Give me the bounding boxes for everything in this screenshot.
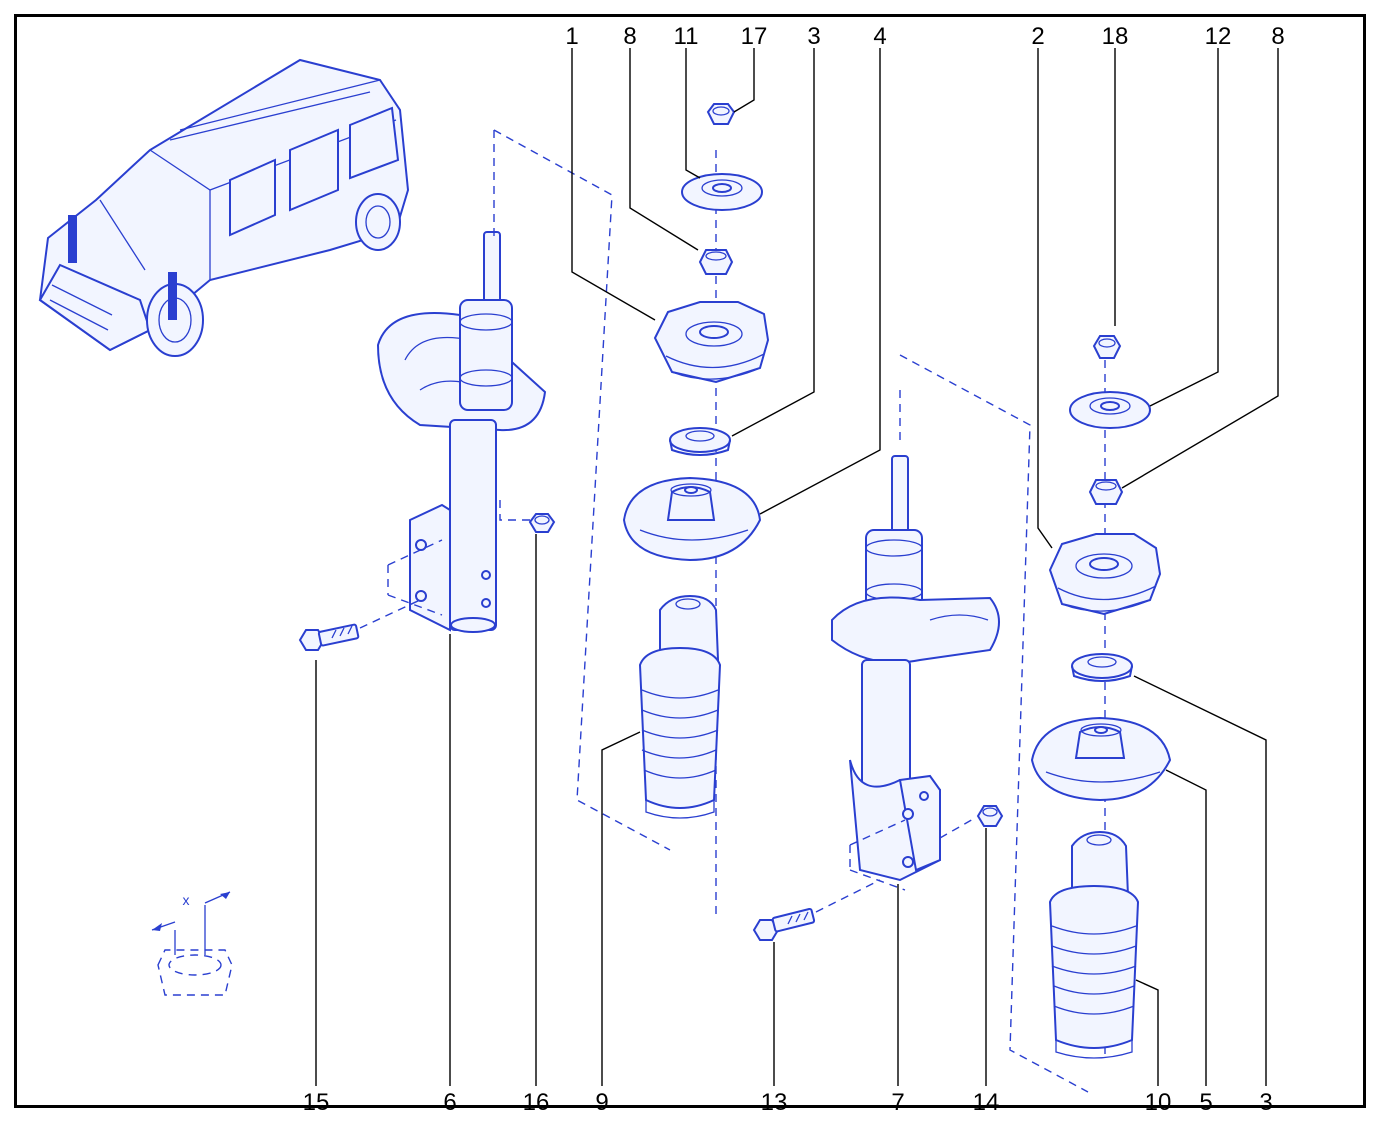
nut-14 xyxy=(976,805,1004,827)
callout-2: 2 xyxy=(1031,23,1044,50)
diagram-frame xyxy=(14,14,1366,1108)
callout-16: 16 xyxy=(523,1089,550,1116)
spring-seat-5 xyxy=(1030,716,1172,802)
callout-11: 11 xyxy=(674,23,699,50)
callout-7: 7 xyxy=(891,1089,904,1116)
callouts-bottom: 15 6 16 9 13 7 14 10 5 3 xyxy=(303,1089,1273,1116)
right-strut-assembly xyxy=(831,455,1000,882)
nut-18 xyxy=(1092,335,1122,359)
washer-11 xyxy=(681,173,763,211)
left-strut-bracket-dash xyxy=(387,500,530,616)
callout-8-left: 8 xyxy=(623,23,636,50)
nut-14-axis xyxy=(939,817,976,839)
nut-8-right xyxy=(1088,479,1124,505)
callout-1: 1 xyxy=(565,23,578,50)
callout-5: 5 xyxy=(1199,1089,1212,1116)
nut-16 xyxy=(528,513,556,533)
callout-3-top: 3 xyxy=(807,23,820,50)
strut-mount-1 xyxy=(653,301,770,384)
nut-8-left xyxy=(698,249,734,275)
right-strut-bracket-dash xyxy=(849,819,906,891)
nut-17 xyxy=(706,103,736,125)
callout-9: 9 xyxy=(595,1089,608,1116)
strut-mount-2 xyxy=(1048,533,1162,616)
callout-6: 6 xyxy=(443,1089,456,1116)
callout-14: 14 xyxy=(973,1089,1000,1116)
bump-stop-10 xyxy=(1048,830,1140,1059)
callout-17: 17 xyxy=(741,23,768,50)
van-illustration xyxy=(38,58,410,357)
callout-3-bottom: 3 xyxy=(1259,1089,1272,1116)
left-stack-dash xyxy=(493,129,671,851)
left-strut-assembly xyxy=(376,231,547,633)
callout-8-right: 8 xyxy=(1271,23,1284,50)
bolt-15 xyxy=(298,623,360,651)
callout-10: 10 xyxy=(1145,1089,1172,1116)
bolt-13 xyxy=(752,907,816,941)
right-strut-dash xyxy=(899,354,1089,1093)
callout-12: 12 xyxy=(1205,23,1232,50)
leader-lines xyxy=(315,48,1279,1086)
callout-15: 15 xyxy=(303,1089,330,1116)
callout-18: 18 xyxy=(1102,23,1129,50)
bearing-3-right xyxy=(1071,653,1133,682)
washer-12 xyxy=(1069,391,1151,429)
callout-4: 4 xyxy=(873,23,886,50)
detail-x-nut: x xyxy=(151,891,233,996)
bolt-15-axis xyxy=(359,599,421,629)
callouts-top: 1 8 11 17 3 4 2 18 12 8 xyxy=(565,23,1284,50)
callout-13: 13 xyxy=(761,1089,788,1116)
detail-x-label: x xyxy=(183,892,190,908)
bump-stop-9 xyxy=(638,594,722,819)
bearing-3-left xyxy=(669,427,731,456)
bolt-13-axis xyxy=(815,879,881,913)
spring-seat-4 xyxy=(622,476,762,562)
